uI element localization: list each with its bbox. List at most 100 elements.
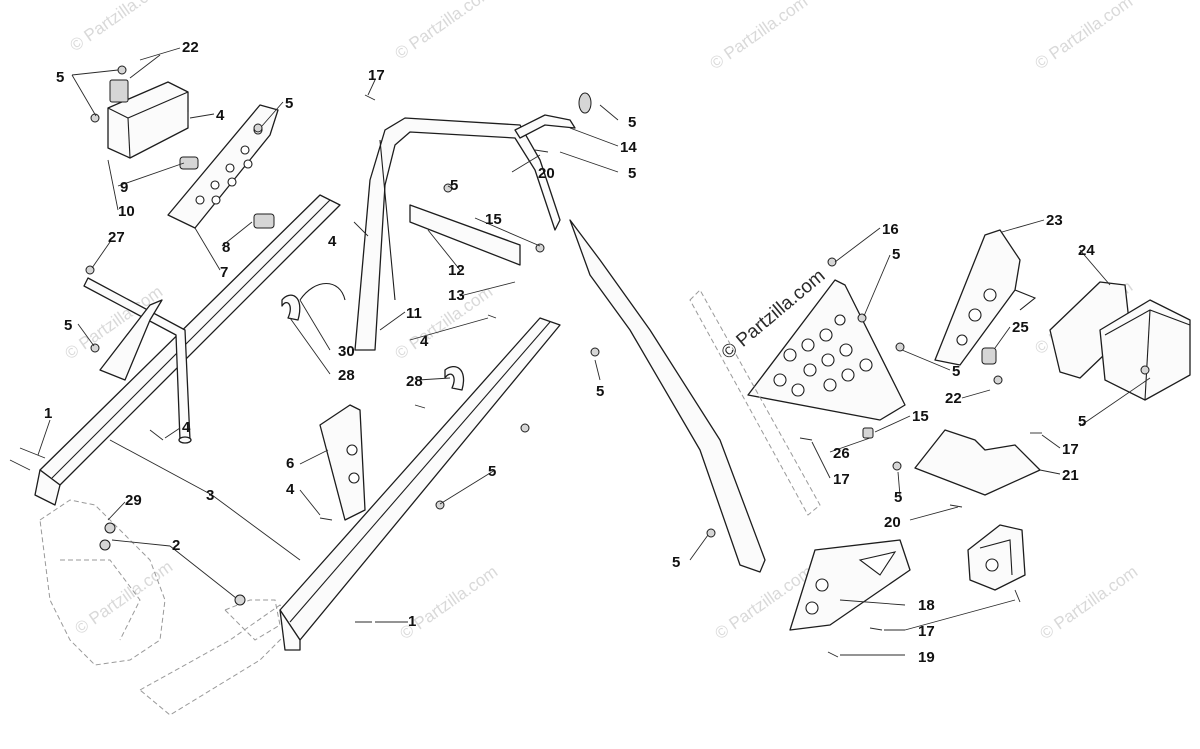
watermark: © Partzilla.com [706,0,811,73]
callout: 22 [945,390,962,407]
mount-plate [167,104,279,229]
nut-part [117,65,127,75]
bolt-part [949,504,963,508]
callout: 5 [672,554,680,571]
nut-part [253,123,263,133]
upper-cross-channel [34,194,341,506]
rear-module [1049,281,1191,401]
watermark: © Partzilla.com [391,0,496,63]
grommet-part [578,92,592,114]
callout: 22 [182,39,199,56]
callout: 10 [118,203,135,220]
callout: 28 [406,373,423,390]
callout: 21 [1062,467,1079,484]
watermark: © Partzilla.com [1031,0,1136,73]
callout: 30 [338,343,355,360]
callout: 28 [338,367,355,384]
bolt-part [129,54,161,79]
bolt-part [149,429,164,441]
callout: 5 [450,177,458,194]
callout: 4 [420,333,429,350]
callout: 5 [628,165,636,182]
nut-part [1140,365,1150,375]
nut-part [827,257,837,267]
lower-side-rail [279,317,561,651]
lower-frame-ghost [139,604,301,716]
nut-part [706,528,716,538]
nut-part [234,594,246,606]
bolt-part [364,94,376,101]
callout: 20 [884,514,901,531]
callout: 9 [120,179,128,196]
bracket-hole [348,472,360,484]
callout: 27 [108,229,125,246]
clamp-part [281,294,301,321]
callout: 20 [538,165,555,182]
callout: 17 [833,471,850,488]
support-bracket [319,404,366,521]
callout: 12 [448,262,465,279]
bracket-hole [346,444,358,456]
callout: 5 [596,383,604,400]
watermark: © Partzilla.com [71,557,176,638]
perforated-plate [747,279,906,421]
spacer-part [981,347,997,365]
watermark: © Partzilla.com [391,282,496,363]
callout: 17 [918,623,935,640]
chassis-ghost-inner [60,559,141,641]
callout: 5 [56,69,64,86]
callout: 5 [628,114,636,131]
nut-part [90,113,100,123]
nut-part [862,427,874,439]
nut-part [590,347,600,357]
side-bracket [514,114,576,139]
nut-part [520,423,530,433]
callout: 6 [286,455,294,472]
sensor-assembly [967,524,1026,591]
bolt-part [319,517,333,521]
callout: 26 [833,445,850,462]
left-bracket [99,299,163,381]
control-module [107,79,189,159]
callout-labels: 22 5 4 5 9 10 8 7 27 5 1 4 29 2 3 6 4 1 … [44,39,1095,666]
callout: 1 [408,613,416,630]
nut-part [993,375,1003,385]
bolt-part [19,447,46,459]
bolt-part [487,314,497,319]
side-mount-plate [789,539,911,631]
callout: 13 [448,287,465,304]
callout: 4 [182,419,191,436]
grommet-part [179,156,199,170]
callout: 8 [222,239,230,256]
bolt-part [827,651,839,658]
watermark: © Partzilla.com [396,562,501,643]
callout: 2 [172,537,180,554]
strap-plate [409,204,521,266]
callout: 15 [912,408,929,425]
callout: 5 [1078,413,1086,430]
callout: 5 [64,317,72,334]
rear-ghost-bar [689,289,821,516]
nut-part [99,539,111,551]
bolt-part [1014,589,1021,603]
part-illustrations [34,79,1191,716]
lower-bracket-ghost [224,599,281,641]
clamp-part [444,366,465,391]
watermark: © Partzilla.com [66,0,171,55]
lower-mount-bracket [914,429,1041,496]
callout: 23 [1046,212,1063,229]
callout: 24 [1078,242,1095,259]
cable-tie-part [299,283,346,301]
callout: 19 [918,649,935,666]
center-hoop-frame [354,117,766,573]
callout: 18 [918,597,935,614]
nut-part [90,343,100,353]
callout: 11 [406,305,422,322]
relay-part [253,213,275,229]
callout: 16 [882,221,899,238]
callout: 5 [285,95,293,112]
callout: 4 [328,233,337,250]
bolt-part [9,459,31,471]
